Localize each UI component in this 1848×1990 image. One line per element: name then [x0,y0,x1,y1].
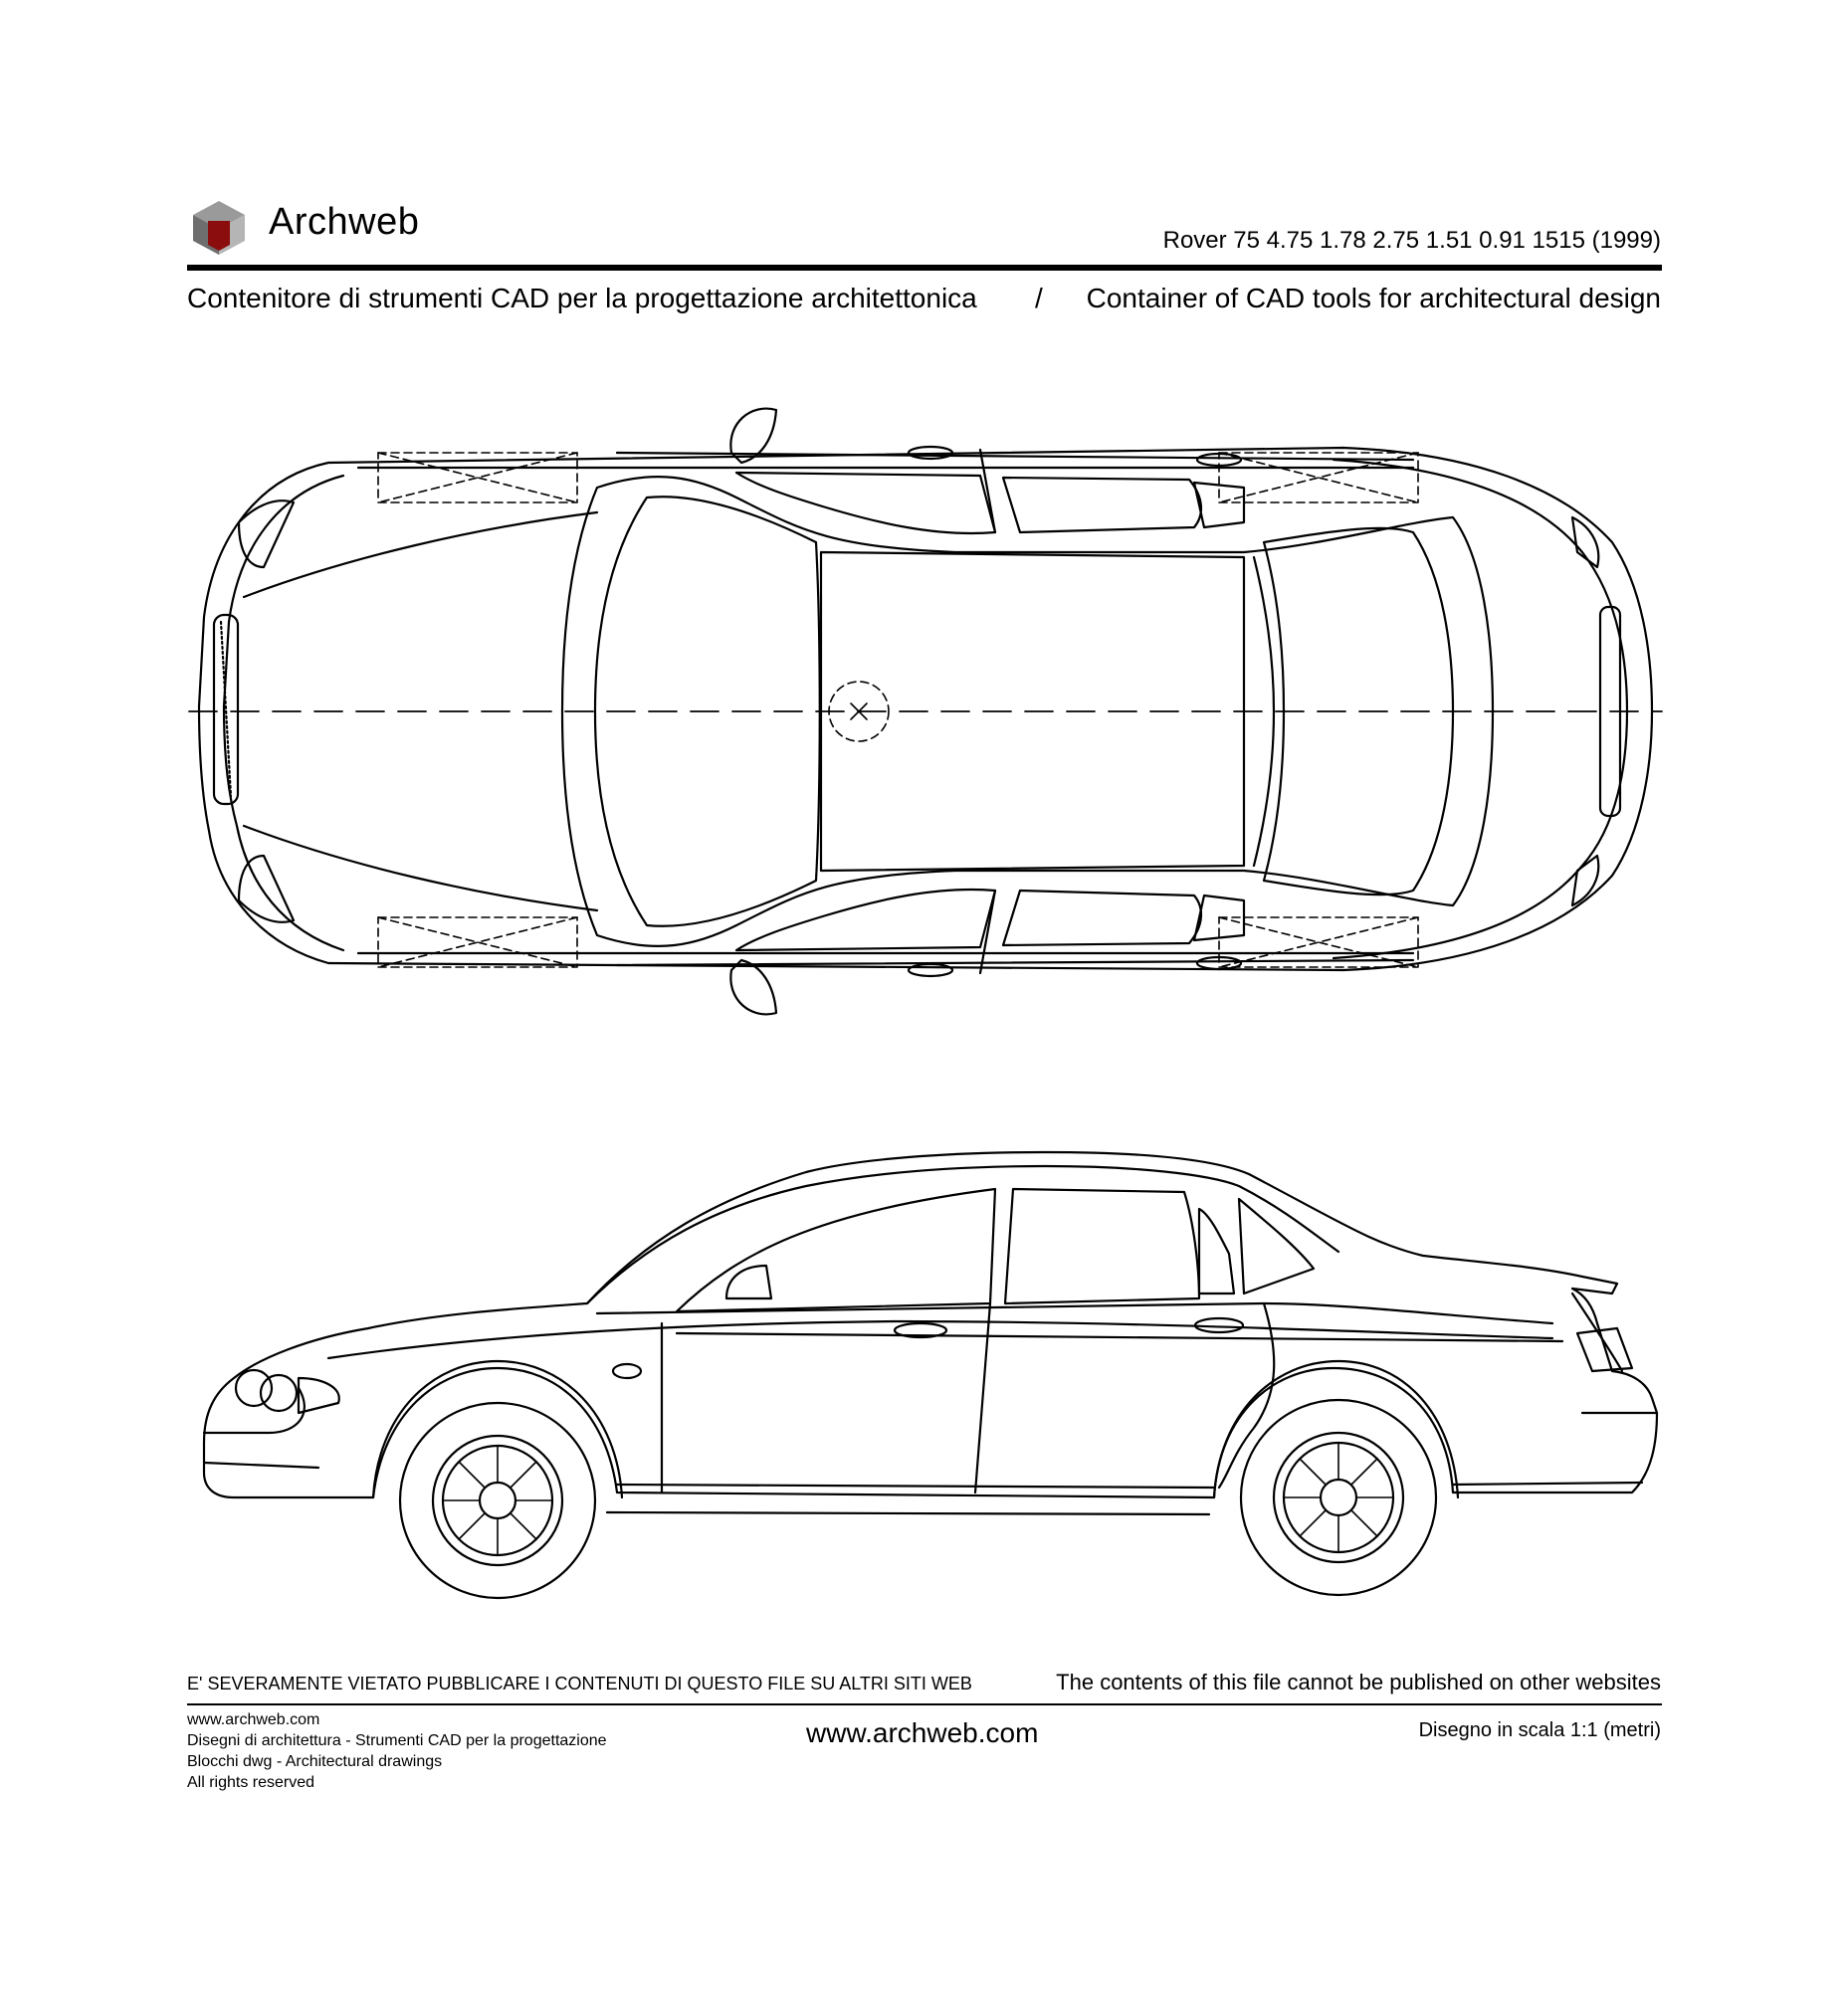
tagline-separator: / [1035,283,1043,313]
footer-line-rights: All rights reserved [187,1774,315,1791]
side-mirror [724,1264,773,1300]
warning-english: The contents of this file cannot be publ… [1056,1670,1661,1694]
footer-info: www.archweb.com Disegni di architettura … [187,1709,607,1793]
side-body-outline [202,1150,1659,1499]
warning-italian: E' SEVERAMENTE VIETATO PUBBLICARE I CONT… [187,1674,972,1693]
rear-wheel [1212,1359,1460,1597]
top-body-outline [197,446,1654,972]
front-wheel [371,1359,624,1600]
scale-note: Disegno in scala 1:1 (metri) [1418,1719,1661,1741]
archweb-logo-icon [191,199,247,255]
top-mirror-left [729,407,778,465]
footer-url-link[interactable]: www.archweb.com [806,1717,1039,1748]
tagline-english: Container of CAD tools for architectural… [1086,283,1661,313]
footer-line-site: www.archweb.com [187,1711,320,1728]
footer-line-blocchi: Blocchi dwg - Architectural drawings [187,1753,443,1770]
header-rule [187,265,1662,271]
top-mirror-right [729,958,778,1016]
car-drawing [188,407,1663,1600]
model-info: Rover 75 4.75 1.78 2.75 1.51 0.91 1515 (… [1162,227,1661,254]
top-roof-outline [560,475,1495,948]
tagline-italian: Contenitore di strumenti CAD per la prog… [187,283,977,313]
brand-name: Archweb [269,201,420,243]
footer-line-disegni: Disegni di architettura - Strumenti CAD … [187,1732,607,1749]
top-view [188,407,1663,1016]
side-view [202,1150,1659,1600]
footer-rule [187,1703,1662,1705]
